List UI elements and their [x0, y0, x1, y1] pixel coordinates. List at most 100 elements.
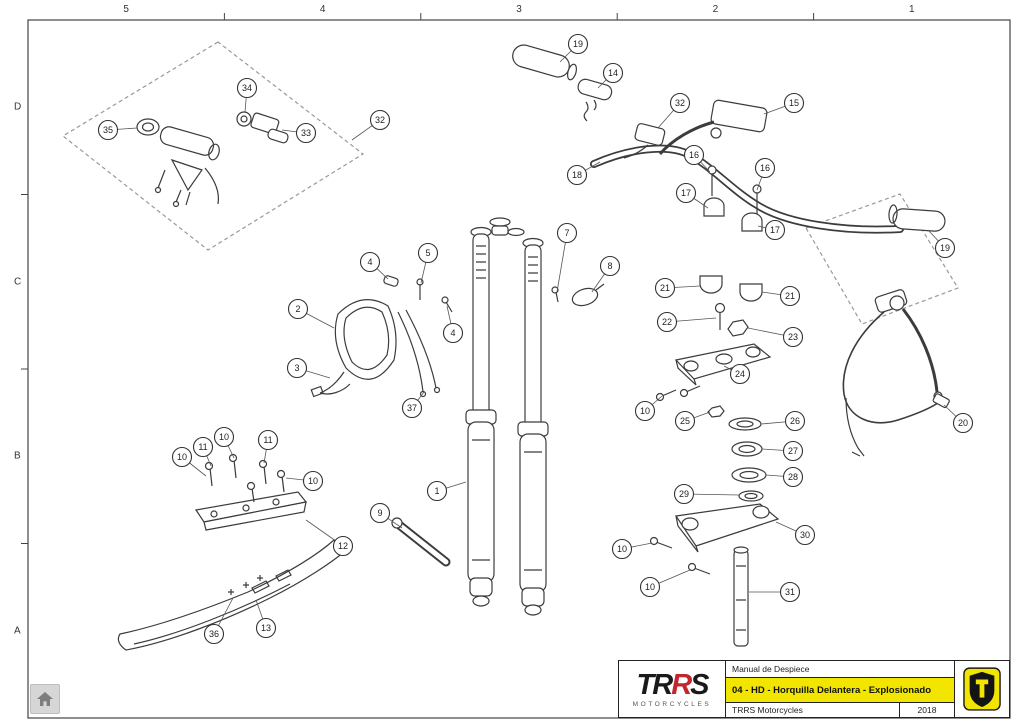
switch-housing	[623, 123, 666, 159]
svg-text:11: 11	[263, 435, 272, 445]
svg-text:23: 23	[788, 332, 798, 342]
callout-14: 14	[597, 62, 624, 89]
svg-text:29: 29	[679, 489, 689, 499]
svg-text:21: 21	[785, 291, 795, 301]
title-block: TRRS MOTORCYCLES Manual de Despiece 04 -…	[618, 660, 1010, 718]
title-block-table: Manual de Despiece 04 - HD - Horquilla D…	[726, 661, 954, 717]
svg-text:10: 10	[645, 582, 655, 592]
svg-text:17: 17	[770, 225, 780, 235]
callout-32: 32	[351, 109, 391, 141]
callout-33: 33	[281, 122, 317, 144]
svg-text:16: 16	[760, 163, 770, 173]
svg-text:30: 30	[800, 530, 810, 540]
callout-1: 1	[426, 480, 467, 502]
grid-row-D: D	[14, 101, 22, 113]
grid-row-B: B	[14, 450, 21, 462]
home-button[interactable]	[30, 684, 60, 714]
callout-36: 36	[203, 597, 234, 645]
brake-master-cylinder	[658, 99, 768, 155]
svg-text:4: 4	[367, 257, 372, 267]
svg-text:31: 31	[785, 587, 795, 597]
front-fender	[117, 539, 345, 651]
svg-text:5: 5	[425, 248, 430, 258]
callout-9: 9	[369, 502, 403, 529]
year: 2018	[899, 703, 954, 717]
callout-13: 13	[255, 599, 277, 639]
callout-24: 24	[723, 363, 751, 385]
callout-19: 19	[927, 229, 956, 259]
svg-text:10: 10	[177, 452, 187, 462]
callout-11: 11	[257, 429, 279, 464]
grid-column-3: 3	[516, 4, 522, 15]
callout-2: 2	[287, 298, 335, 329]
callout-10: 10	[213, 426, 235, 459]
svg-text:2: 2	[295, 304, 300, 314]
svg-text:21: 21	[660, 283, 670, 293]
svg-text:19: 19	[940, 243, 950, 253]
brand-wordmark: TRRS	[636, 668, 710, 701]
grid-row-A: A	[14, 625, 21, 637]
svg-text:28: 28	[788, 472, 798, 482]
grid-column-4: 4	[319, 4, 326, 15]
svg-text:20: 20	[958, 418, 968, 428]
svg-text:10: 10	[617, 544, 627, 554]
svg-text:32: 32	[375, 115, 385, 125]
shield-icon	[963, 667, 1001, 711]
callout-10: 10	[171, 446, 207, 477]
callout-31: 31	[749, 581, 801, 603]
svg-text:1: 1	[434, 486, 439, 496]
svg-text:33: 33	[301, 128, 311, 138]
svg-text:15: 15	[789, 98, 799, 108]
throttle-tube	[577, 78, 613, 122]
trrs-shield-logo	[954, 661, 1009, 717]
callout-15: 15	[763, 92, 805, 115]
svg-text:24: 24	[735, 369, 745, 379]
callout-17: 17	[757, 219, 786, 241]
callout-21: 21	[654, 277, 701, 299]
brand-subtitle: MOTORCYCLES	[632, 700, 712, 708]
throttle-assembly-box	[61, 41, 365, 251]
brand-letters-1: TR	[636, 668, 674, 701]
grid-column-1: 1	[909, 4, 915, 15]
grid-row-C: C	[14, 276, 22, 288]
svg-text:19: 19	[573, 39, 583, 49]
callout-34: 34	[236, 77, 258, 113]
callout-4: 4	[359, 251, 389, 280]
svg-text:3: 3	[294, 363, 299, 373]
clutch-assembly-box	[805, 193, 959, 325]
svg-text:13: 13	[261, 623, 271, 633]
callout-18: 18	[566, 161, 601, 186]
callout-10: 10	[639, 569, 691, 598]
callout-10: 10	[634, 395, 663, 422]
callout-32: 32	[657, 92, 691, 129]
callout-29: 29	[673, 483, 740, 505]
reflector	[571, 283, 605, 307]
bottom-triple-clamp	[674, 503, 780, 647]
callout-23: 23	[747, 326, 804, 348]
svg-text:9: 9	[377, 508, 382, 518]
callout-10: 10	[611, 538, 653, 560]
headlight-mask	[310, 299, 397, 398]
callout-7: 7	[556, 222, 578, 293]
doc-title: 04 - HD - Horquilla Delantera - Explosio…	[726, 678, 954, 703]
callout-21: 21	[761, 285, 801, 307]
fork-legs	[465, 217, 549, 616]
clutch-lever-assembly	[842, 289, 950, 457]
brand-letters-2: S	[690, 668, 709, 701]
right-grip	[888, 204, 946, 232]
svg-text:18: 18	[572, 170, 582, 180]
callout-19: 19	[559, 33, 589, 63]
trrs-logo: TRRS MOTORCYCLES	[619, 661, 726, 717]
callout-25: 25	[674, 410, 711, 432]
company-name: TRRS Motorcycles	[732, 705, 803, 715]
callout-28: 28	[765, 466, 804, 488]
cables	[397, 309, 441, 398]
svg-text:34: 34	[242, 83, 252, 93]
svg-text:26: 26	[790, 416, 800, 426]
callout-20: 20	[943, 404, 974, 434]
home-icon	[37, 692, 53, 706]
